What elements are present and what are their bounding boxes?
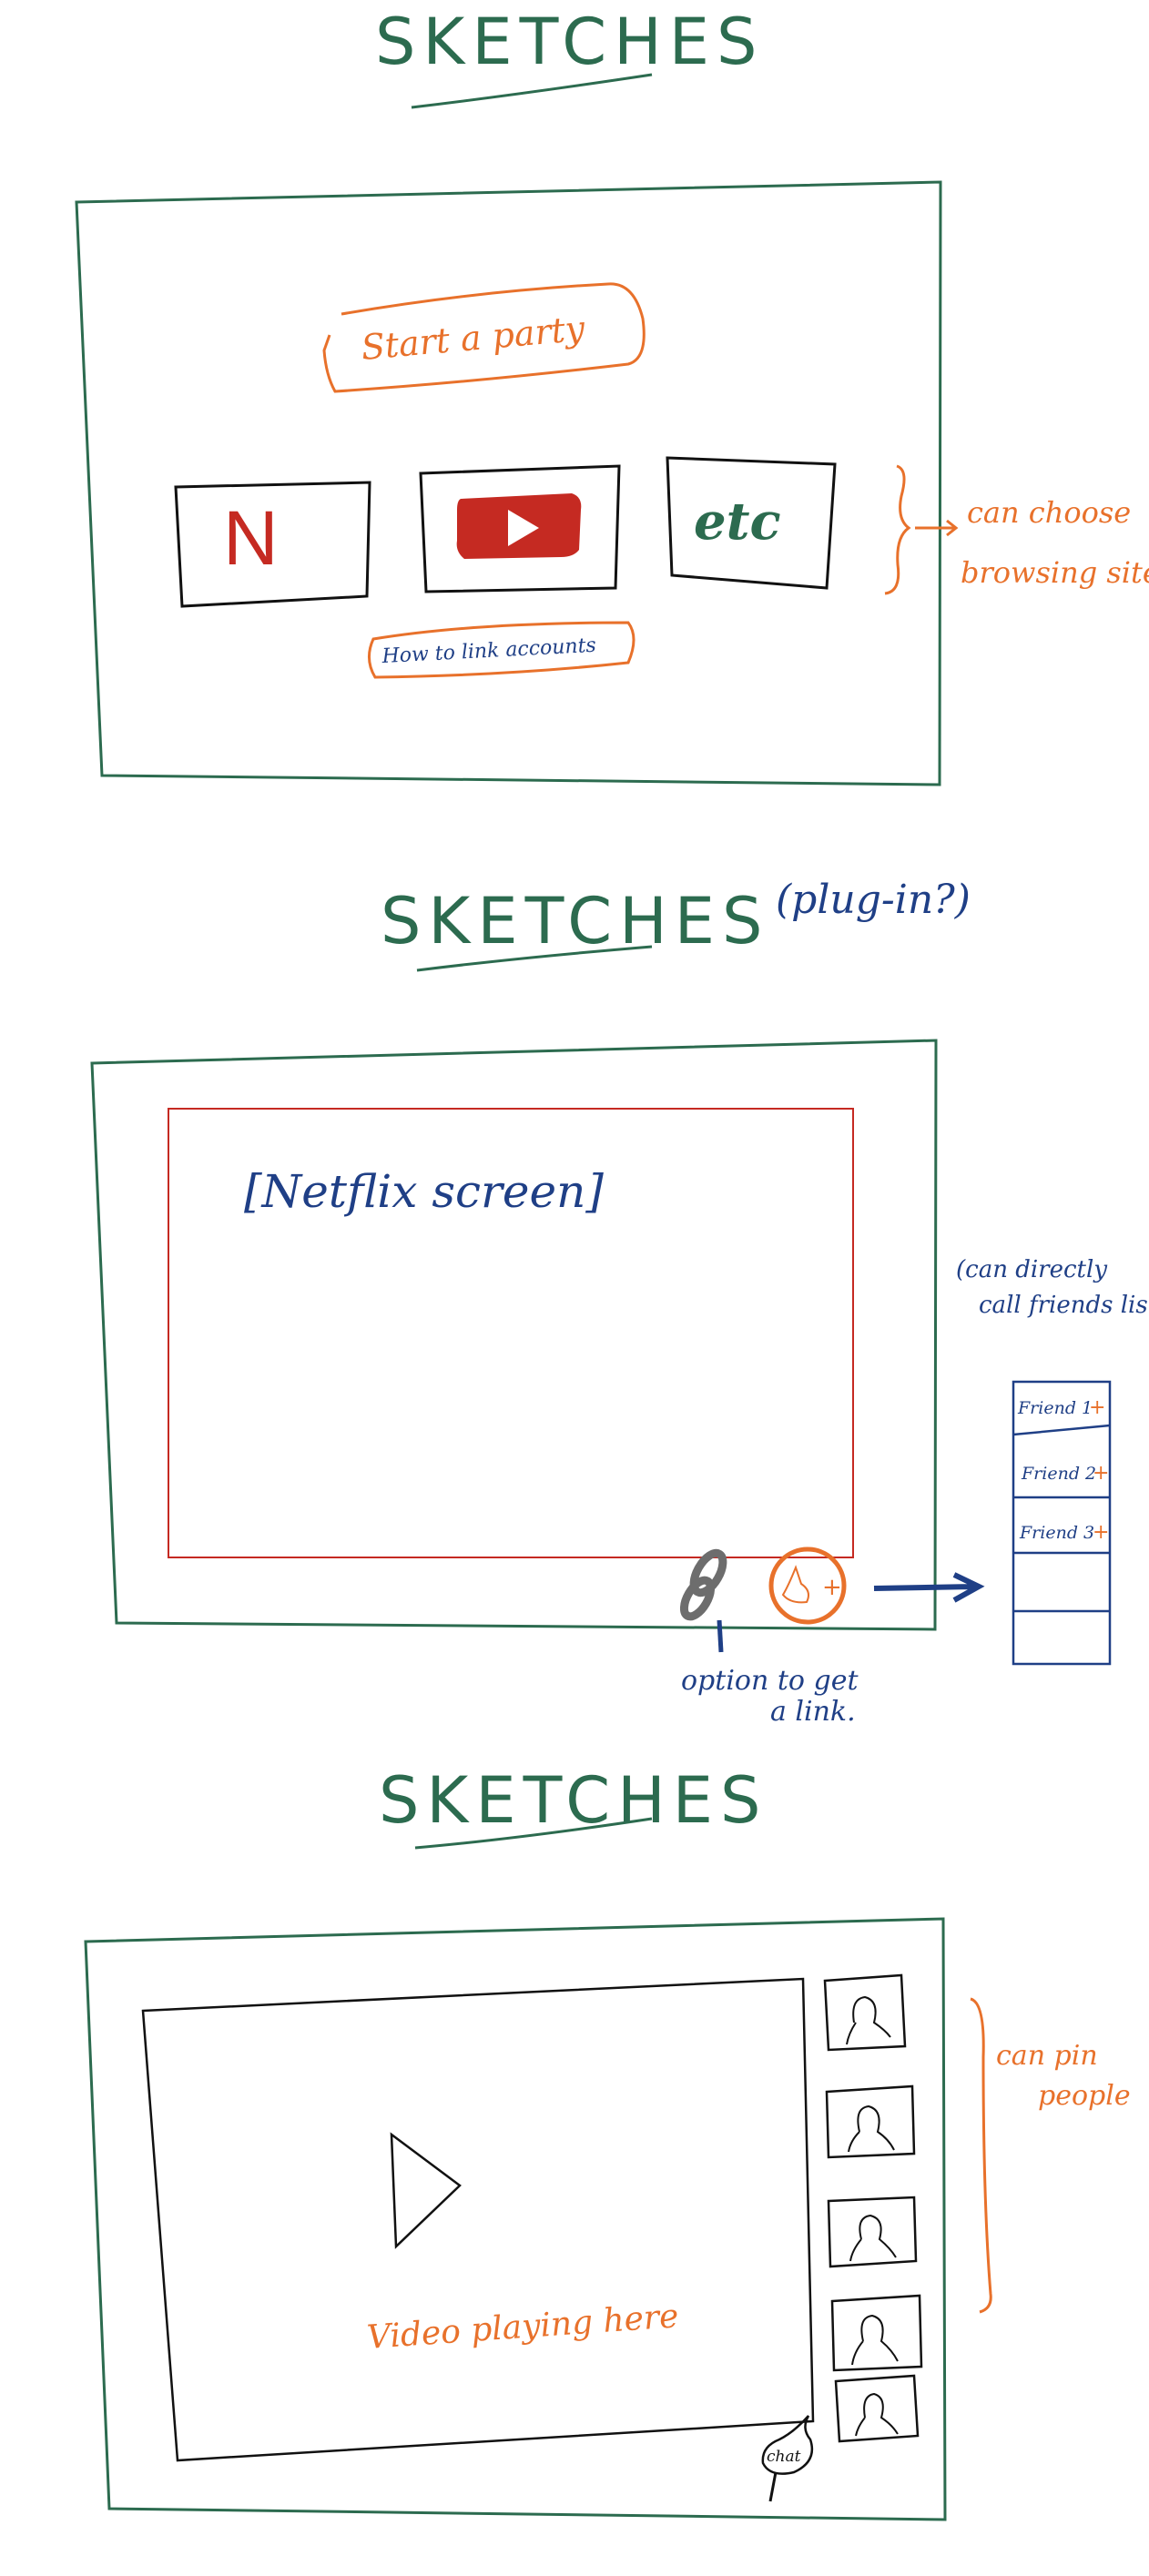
add-friend-icon[interactable]: + bbox=[1093, 1462, 1109, 1485]
friend-name: Friend 2 bbox=[1021, 1464, 1096, 1484]
pin-note-line-2: people bbox=[1038, 2080, 1131, 2112]
browser-frame bbox=[75, 180, 942, 786]
call-button-circle bbox=[768, 1547, 847, 1625]
friends-list-panel bbox=[1012, 1380, 1112, 1666]
participant-tile[interactable] bbox=[830, 2294, 923, 2372]
netflix-screen-label: [Netflix screen] bbox=[244, 1165, 604, 1218]
arrow-right-icon bbox=[915, 519, 959, 537]
link-pointer-line bbox=[717, 1619, 724, 1653]
link-icon[interactable] bbox=[678, 1548, 728, 1621]
link-note-line-1: option to get bbox=[681, 1665, 859, 1697]
participant-frame bbox=[830, 2294, 923, 2372]
friends-divider bbox=[1012, 1424, 1111, 1436]
pin-note-line-1: can pin bbox=[996, 2040, 1098, 2072]
participant-frame bbox=[825, 2084, 916, 2159]
link-note-line-2: a link. bbox=[770, 1696, 856, 1728]
start-party-label: Start a party bbox=[360, 309, 587, 368]
link-accounts-label: How to link accounts bbox=[381, 634, 596, 668]
note-line-1: can choose bbox=[967, 495, 1131, 530]
video-label: Video playing here bbox=[366, 2297, 680, 2357]
participant-tile[interactable] bbox=[823, 1973, 907, 2052]
site-tile-etc[interactable]: etc bbox=[666, 456, 837, 590]
call-friends-button[interactable]: + bbox=[768, 1547, 847, 1625]
friends-list: Friend 1 + Friend 2 + Friend 3 + bbox=[1012, 1380, 1112, 1666]
sketch-1: SKETCHES Start a party N etc How to link… bbox=[75, 5, 1149, 786]
plugin-note: (plug-in?) bbox=[776, 877, 971, 923]
participant-frame bbox=[823, 1973, 907, 2052]
participant-tile[interactable] bbox=[825, 2084, 916, 2159]
friend-row[interactable]: Friend 2 + bbox=[1021, 1462, 1109, 1485]
call-button-plus: + bbox=[822, 1574, 842, 1601]
sketch-3: SKETCHES Video playing here bbox=[84, 1763, 1131, 2521]
friend-name: Friend 3 bbox=[1019, 1523, 1094, 1543]
sketch-1-title: SKETCHES bbox=[375, 5, 764, 79]
link-accounts-button[interactable]: How to link accounts bbox=[368, 621, 636, 679]
netflix-screen bbox=[168, 1108, 854, 1558]
site-tile-netflix[interactable]: N bbox=[174, 481, 371, 608]
participant-frame bbox=[834, 2374, 920, 2443]
chat-label: chat bbox=[767, 2448, 801, 2466]
person-icon bbox=[855, 2392, 899, 2437]
call-note-line-2: call friends list) bbox=[979, 1292, 1149, 1319]
call-note-line-1: (can directly bbox=[956, 1256, 1107, 1283]
arrow-right-icon bbox=[873, 1572, 985, 1603]
browser-frame bbox=[84, 1917, 947, 2521]
add-friend-icon[interactable]: + bbox=[1089, 1396, 1105, 1419]
start-party-outline bbox=[322, 282, 646, 393]
person-icon bbox=[848, 2104, 895, 2153]
participant-tile[interactable] bbox=[827, 2196, 918, 2268]
person-add-icon bbox=[781, 1565, 809, 1604]
sketch-3-title: SKETCHES bbox=[379, 1763, 768, 1838]
person-icon bbox=[849, 2214, 897, 2262]
play-icon[interactable] bbox=[390, 2132, 462, 2249]
add-friend-icon[interactable]: + bbox=[1093, 1521, 1109, 1544]
netflix-logo: N bbox=[223, 495, 279, 581]
etc-tile-outline bbox=[666, 456, 837, 590]
sketch-2-title: SKETCHES bbox=[381, 884, 769, 958]
friend-name: Friend 1 bbox=[1017, 1398, 1093, 1418]
browser-frame bbox=[90, 1039, 938, 1631]
site-tile-youtube[interactable] bbox=[419, 464, 621, 593]
browsing-site-note: can choose browsing site bbox=[884, 464, 1149, 595]
link-accounts-outline bbox=[368, 621, 636, 679]
friend-row[interactable]: Friend 3 + bbox=[1019, 1521, 1109, 1544]
link-chain-bottom bbox=[679, 1576, 716, 1621]
note-line-2: browsing site bbox=[961, 555, 1149, 590]
youtube-play-icon bbox=[508, 510, 539, 546]
title-underline bbox=[416, 945, 653, 972]
curly-brace bbox=[884, 464, 911, 595]
etc-label: etc bbox=[694, 492, 781, 552]
title-underline bbox=[411, 73, 653, 109]
netflix-tile-outline bbox=[174, 481, 371, 608]
person-icon bbox=[851, 2314, 899, 2366]
participant-frame bbox=[827, 2196, 918, 2268]
person-icon bbox=[846, 1995, 891, 2045]
curly-brace bbox=[970, 1997, 992, 2314]
chat-bubble-tail bbox=[768, 2471, 778, 2502]
start-party-button[interactable]: Start a party bbox=[322, 282, 646, 393]
sketch-2: SKETCHES (plug-in?) [Netflix screen] opt… bbox=[90, 877, 1149, 1728]
friend-row[interactable]: Friend 1 + bbox=[1017, 1396, 1105, 1419]
chat-button[interactable]: chat bbox=[761, 2415, 814, 2502]
youtube-tile-outline bbox=[419, 464, 621, 593]
link-chain-top bbox=[689, 1548, 727, 1597]
title-underline bbox=[414, 1817, 653, 1850]
video-player[interactable] bbox=[141, 1977, 815, 2462]
participant-tile[interactable] bbox=[834, 2374, 920, 2443]
participant-tiles bbox=[823, 1973, 923, 2443]
